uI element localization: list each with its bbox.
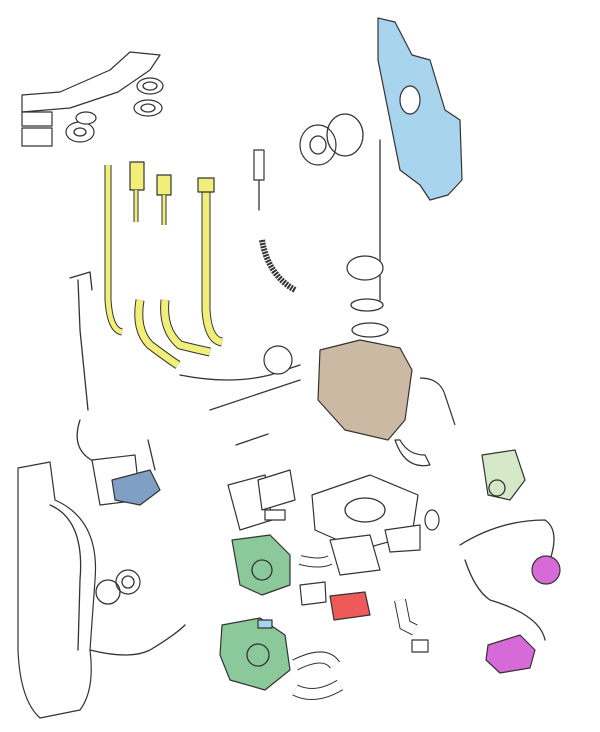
- control-module: [227, 469, 296, 531]
- air-duct: [17, 461, 186, 719]
- hoses: [292, 555, 429, 700]
- water-pocket: [377, 17, 463, 301]
- heater: [329, 591, 371, 621]
- circulation-pump: [219, 534, 291, 691]
- spring-and-hose: [253, 149, 297, 293]
- seal-rings: [65, 77, 164, 143]
- inlet-valve: [76, 419, 161, 506]
- inlet-hoses: [104, 161, 224, 369]
- flow-sensors: [459, 519, 561, 674]
- water-softener: [317, 255, 456, 441]
- drain-pump: [481, 449, 526, 501]
- fan-ring-parts: [299, 113, 364, 166]
- drain-tube-and-clips: [69, 271, 301, 446]
- inlet-bracket: [21, 51, 161, 147]
- sump: [311, 439, 440, 576]
